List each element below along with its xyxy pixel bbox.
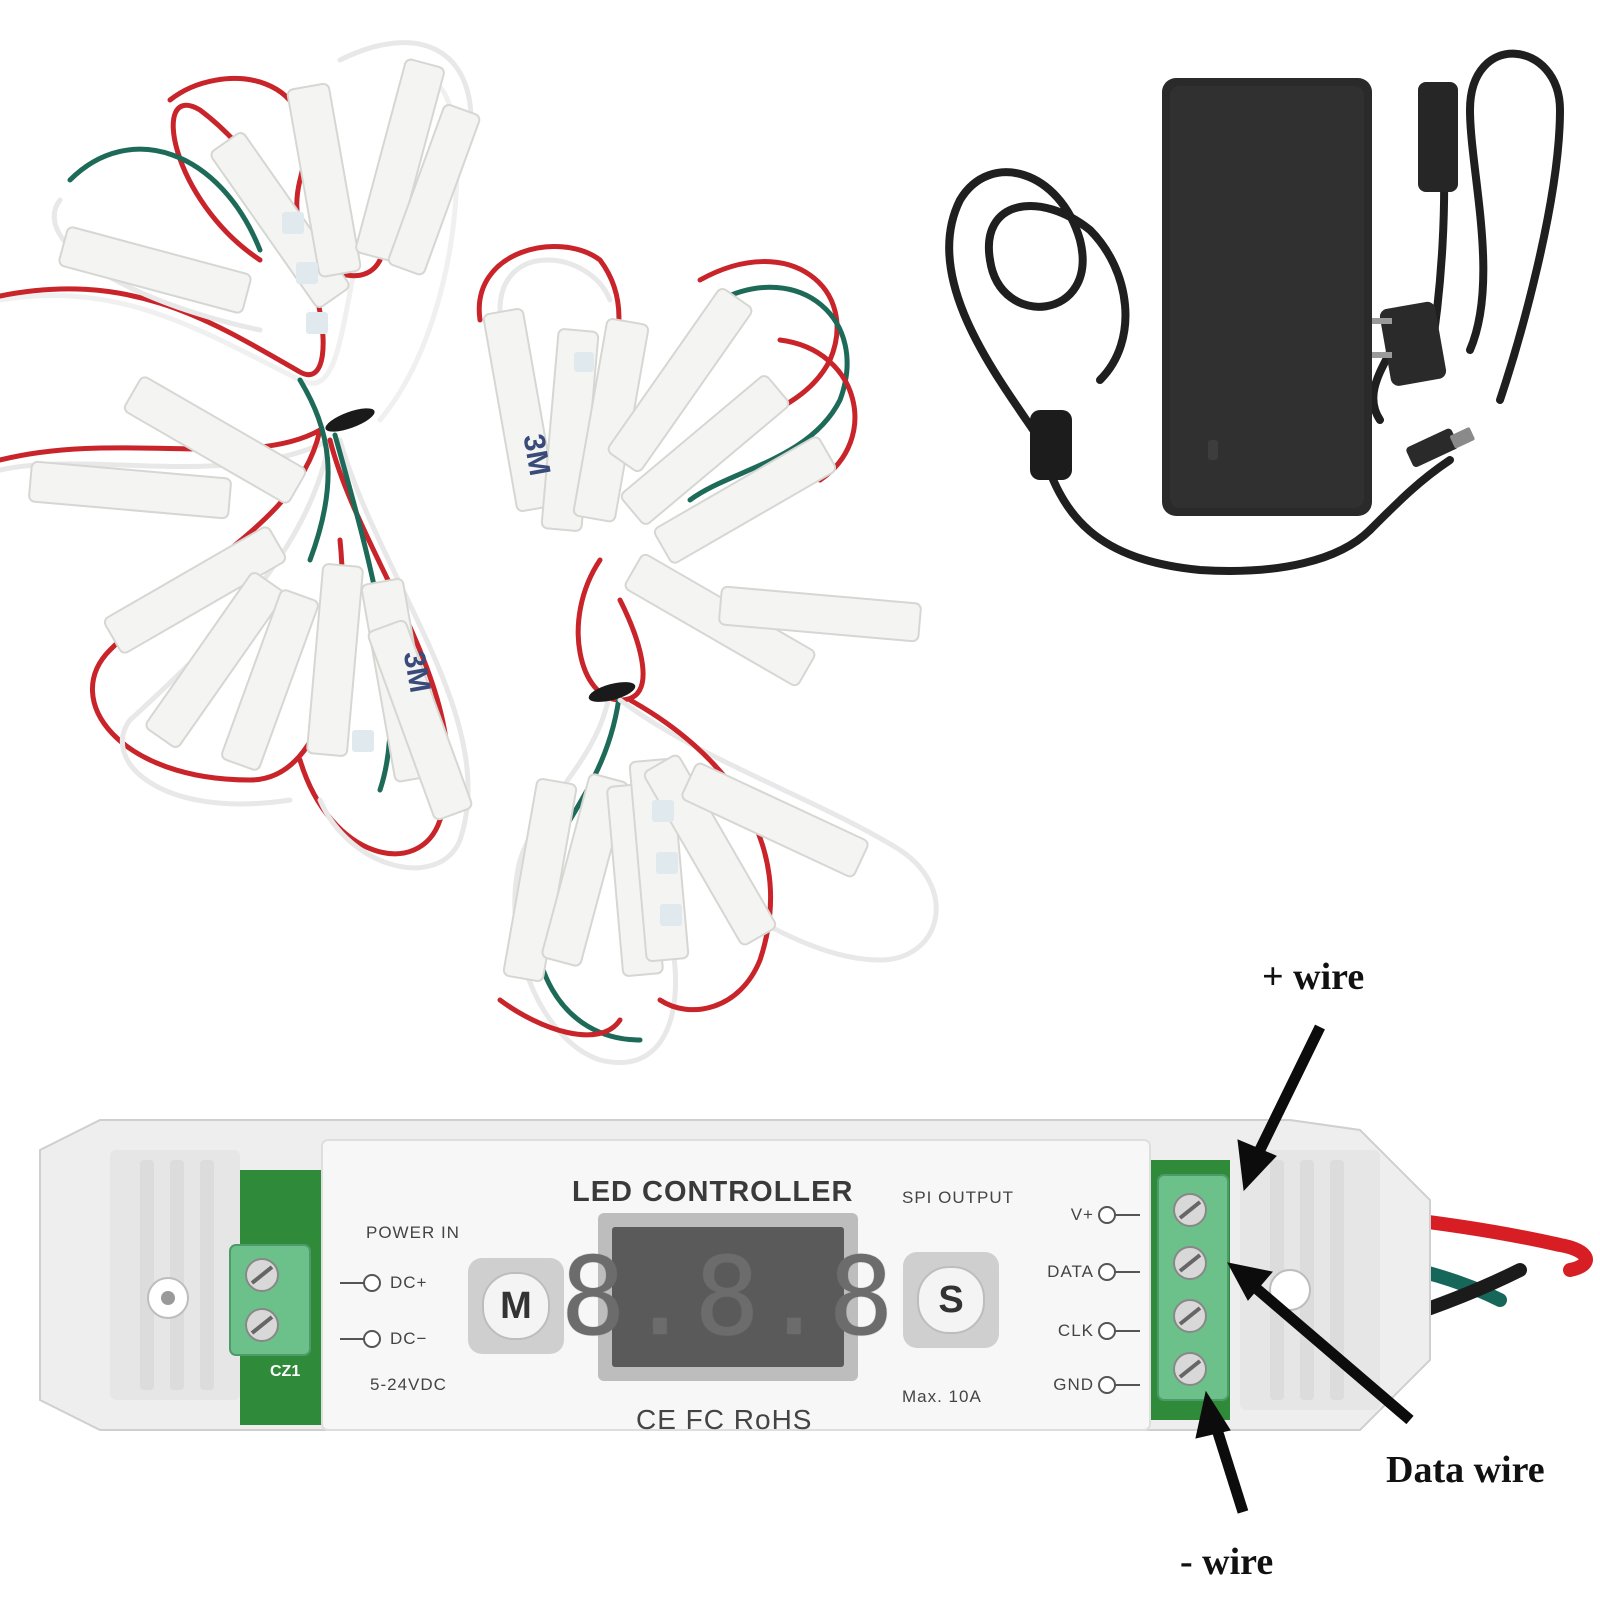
spi-output-label: SPI OUTPUT: [902, 1188, 1015, 1207]
led-module-string-right: 3M: [476, 244, 939, 1065]
speed-button[interactable]: S: [903, 1252, 999, 1348]
plus-wire-arrow-head: [1237, 1139, 1277, 1192]
speed-button-label: S: [917, 1266, 985, 1334]
led-module-string-left: 3M: [0, 40, 481, 871]
power-in-label: POWER IN: [366, 1223, 460, 1242]
dc-plus-label: DC+: [390, 1273, 428, 1292]
mode-button[interactable]: M: [468, 1258, 564, 1354]
data-wire-annotation: Data wire: [1386, 1449, 1545, 1491]
data-wire-arrow-head: [1227, 1262, 1273, 1301]
max-current-label: Max. 10A: [902, 1387, 982, 1406]
svg-text:3M: 3M: [516, 432, 556, 479]
minus-wire-annotation: - wire: [1180, 1541, 1274, 1583]
minus-wire-arrow-head: [1195, 1390, 1231, 1439]
certification-marks: CE FC RoHS: [636, 1404, 813, 1435]
seven-segment-display: 8.8.8: [560, 1213, 894, 1381]
vplus-label: V+: [1070, 1205, 1094, 1224]
annotation-arrows: [1195, 1024, 1414, 1514]
connector-label: CZ1: [270, 1363, 300, 1380]
display-digits: 8.8.8: [560, 1234, 896, 1360]
voltage-label: 5-24VDC: [370, 1375, 447, 1394]
mode-button-label: M: [482, 1272, 550, 1340]
plus-wire-annotation: + wire: [1262, 956, 1365, 998]
power-adapter: [945, 49, 1565, 575]
dc-minus-label: DC−: [390, 1329, 428, 1348]
gnd-pin-label: GND: [1053, 1375, 1094, 1394]
clk-pin-label: CLK: [1057, 1321, 1094, 1340]
svg-text:3M: 3M: [397, 648, 437, 695]
data-pin-label: DATA: [1047, 1262, 1094, 1281]
controller-title: LED CONTROLLER: [572, 1176, 854, 1208]
